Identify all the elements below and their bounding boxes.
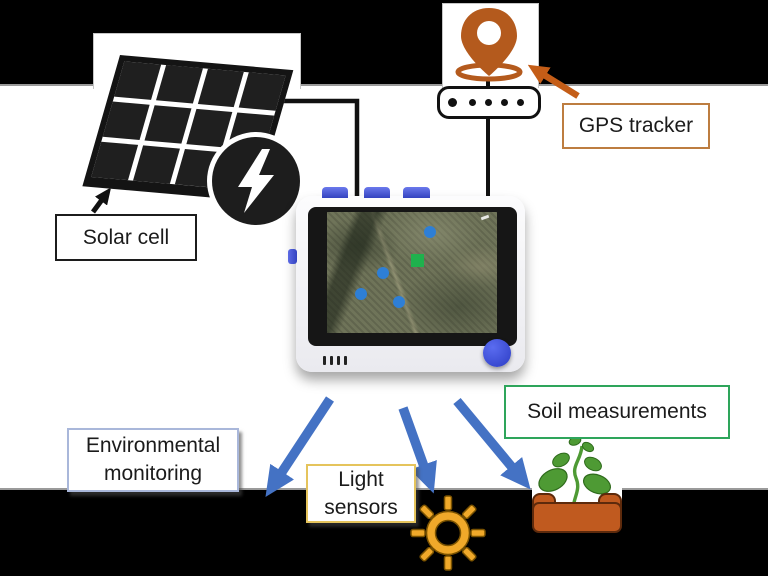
map-marker-dot [393,296,405,308]
arrow-to-light-sensors [398,406,437,494]
seedling-planter-icon [532,436,622,533]
speaker-slot [330,356,333,365]
solar-panel-cell [155,65,203,104]
device-blue-button [483,339,511,367]
location-pin-icon [455,8,523,82]
soil-measurements-label-box: Soil measurements [504,385,730,439]
gps-tracker-label-box: GPS tracker [562,103,710,149]
speaker-slot [323,356,326,365]
solar-panel-cell [102,101,150,141]
map-marker-square [411,254,424,267]
solar-panel-cell [132,145,180,184]
arrow-to-environmental-monitoring [265,396,334,498]
module-led [485,99,492,106]
device-side-tab [288,249,297,264]
solar-panel-cell [144,105,191,144]
environmental-monitoring-label-box: Environmental monitoring [67,428,239,492]
light-sensors-label-box: Light sensors [306,464,416,523]
module-led [469,99,476,106]
gps-tracker-label: GPS tracker [578,114,694,138]
module-led [517,99,524,106]
light-sensors-line1: Light [338,467,384,491]
speaker-slot [344,356,347,365]
data-logger-device [288,187,525,372]
device-speaker-grille [323,356,347,365]
soil-measurements-label: Soil measurements [527,400,707,424]
arrow-to-soil-measurements [453,397,531,490]
solar-panel-cell [197,68,245,108]
map-marker-dot [355,288,367,300]
satellite-map-screen [327,212,497,333]
map-markers [327,212,497,333]
device-port-tab [364,187,390,198]
solar-panel-cell [238,72,286,111]
device-port-tab [403,187,430,198]
solar-cell-label-box: Solar cell [55,214,197,261]
map-marker-dot [377,267,389,279]
wire-solar-to-logger [270,98,360,198]
module-led [501,99,508,106]
module-led [448,98,457,107]
solar-panel-cell [114,61,161,100]
solar-cell-label: Solar cell [82,225,170,249]
gps-module-icon [437,86,541,119]
solar-panel-cell [91,141,138,181]
map-marker-dot [424,226,436,238]
gps-label-pointer-arrow [527,64,580,99]
speaker-slot [337,356,340,365]
device-screen-bezel [308,207,517,346]
device-port-tab [322,187,348,198]
environmental-monitoring-line1: Environmental [85,434,221,458]
sun-icon [410,495,486,571]
environmental-monitoring-line2: monitoring [103,462,203,485]
light-sensors-line2: sensors [324,495,398,519]
lightning-bolt-icon [212,137,300,225]
solar-label-pointer-arrow [90,187,112,214]
